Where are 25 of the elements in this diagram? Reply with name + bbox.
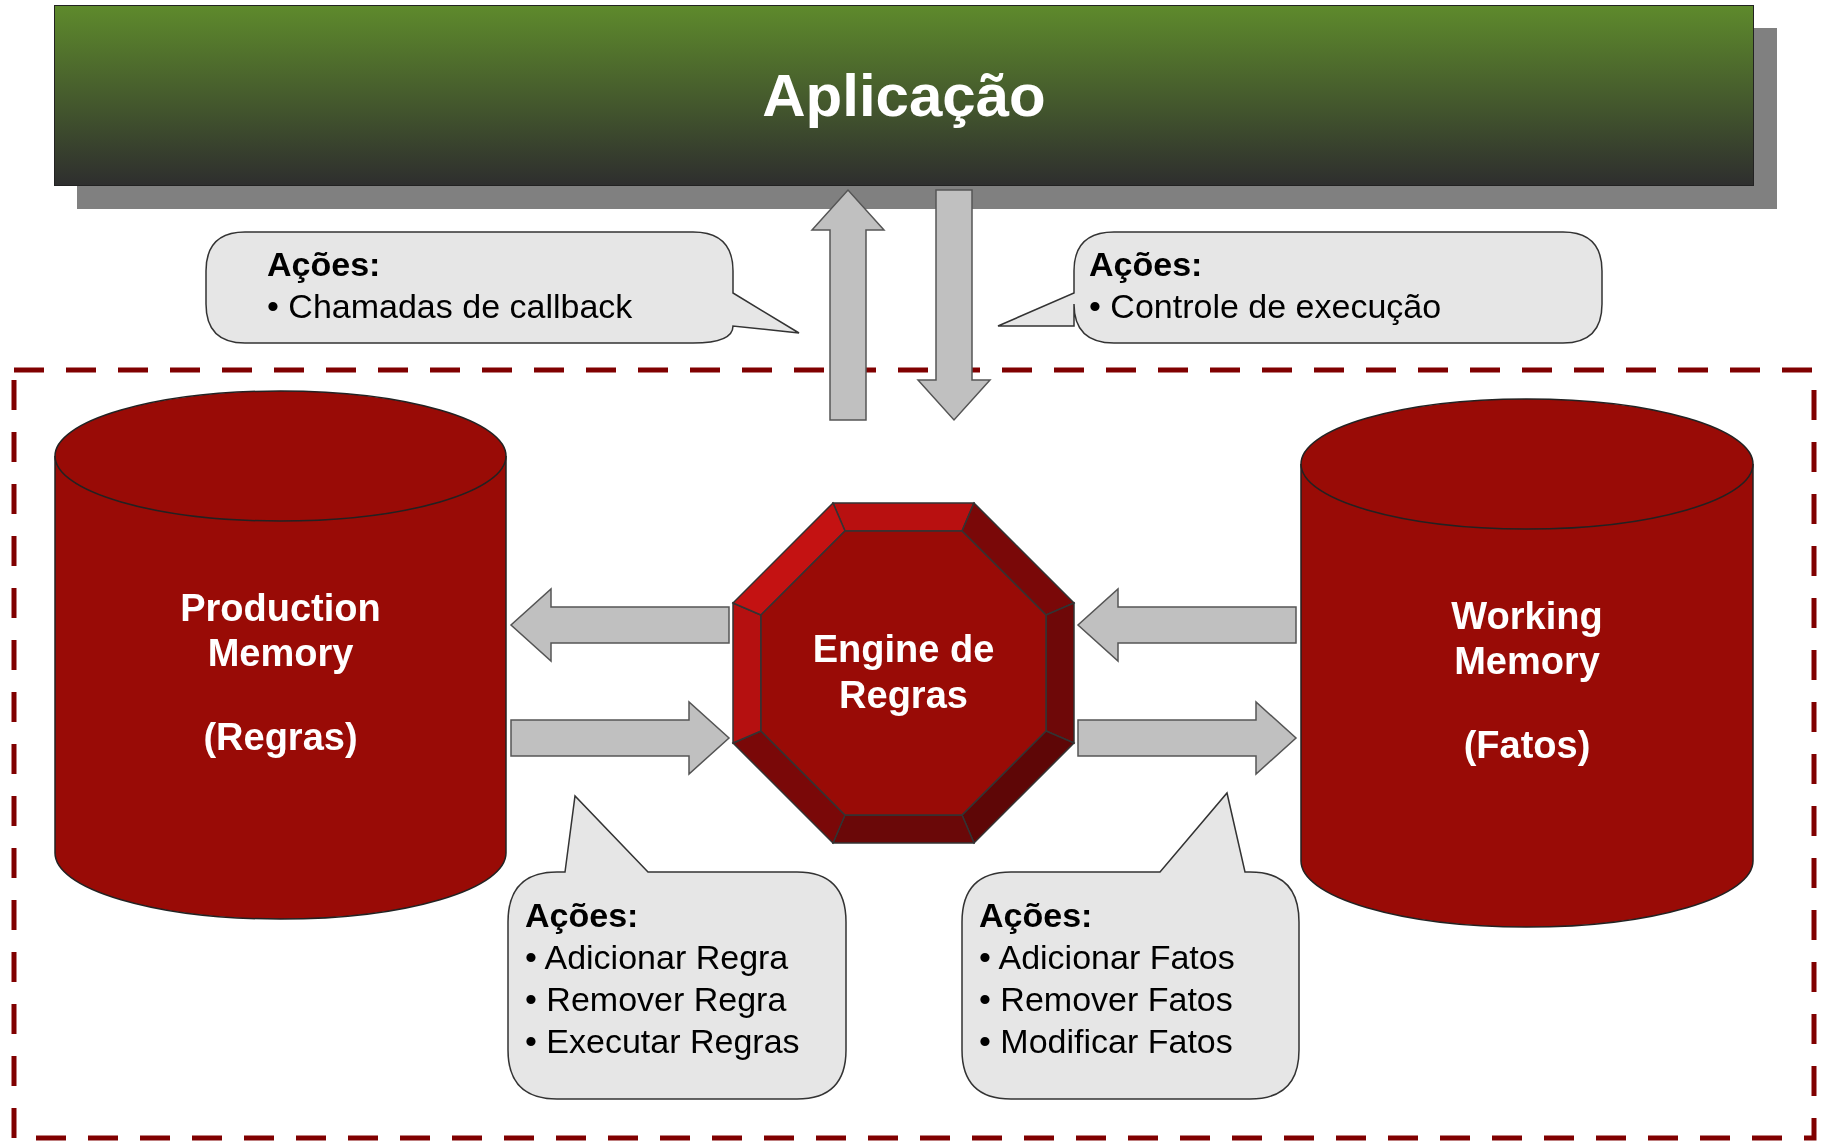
block-arrow <box>1076 587 1297 663</box>
bullet-item: • Adicionar Regra <box>525 937 789 978</box>
banner-title: Aplicação <box>762 61 1046 130</box>
heading-text: Ações: <box>979 895 1093 936</box>
bullet-item: • Executar Regras <box>525 1021 800 1062</box>
heading-text: Ações: <box>1089 244 1203 285</box>
bullet-item: • Adicionar Fatos <box>979 937 1235 978</box>
application-banner <box>54 5 1754 186</box>
bullet-item: • Modificar Fatos <box>979 1021 1233 1062</box>
block-arrow <box>510 700 731 776</box>
title-text: Working Memory <box>1450 593 1604 685</box>
block-arrow <box>810 188 886 421</box>
bullet-item: • Remover Regra <box>525 979 787 1020</box>
subtitle-text: (Fatos) <box>1462 722 1592 768</box>
block-arrow <box>509 587 730 663</box>
subtitle-text: (Regras) <box>202 714 359 760</box>
bullet-item: • Remover Fatos <box>979 979 1233 1020</box>
heading-text: Ações: <box>525 895 639 936</box>
heading-text: Ações: <box>267 244 381 285</box>
block-arrow <box>916 189 992 422</box>
bullet-item: • Chamadas de callback <box>267 286 633 327</box>
title-text: Engine de Regras <box>811 627 996 718</box>
block-arrow <box>1077 700 1298 776</box>
bullet-item: • Controle de execução <box>1089 286 1442 327</box>
title-text: Production Memory <box>179 585 382 677</box>
